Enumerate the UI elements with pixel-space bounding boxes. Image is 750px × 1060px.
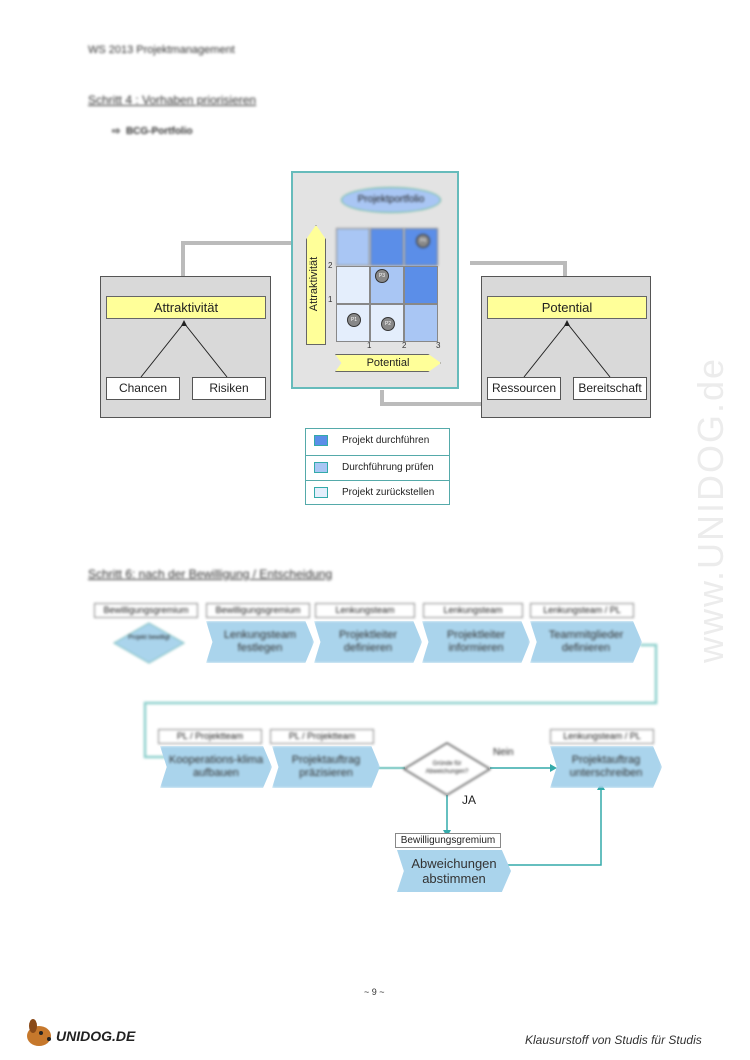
risiken-box: Risiken <box>192 377 266 400</box>
x-tick-1: 1 <box>367 341 372 350</box>
step-text: Teammitglieder definieren <box>548 629 624 654</box>
role-label: Lenkungsteam / PL <box>550 729 654 744</box>
legend: Projekt durchführen Durchführung prüfen … <box>305 428 450 505</box>
step-text: Projektleiter informieren <box>446 629 506 654</box>
y-axis-arrow <box>306 225 326 345</box>
legend-swatch <box>314 435 328 446</box>
step-text: Lenkungsteam festlegen <box>223 629 297 654</box>
step-projektauftrag-praezisieren: Projektauftrag präzisieren <box>272 746 380 788</box>
diamond-shape <box>113 622 185 664</box>
step-projektleiter-informieren: Projektleiter informieren <box>422 621 530 663</box>
project-p4: P4 <box>416 234 430 248</box>
x-tick-2: 2 <box>402 341 407 350</box>
portfolio-panel: Projektportfolio Attraktivität 2 1 P1 P2… <box>291 171 459 389</box>
x-axis-label: Potential <box>366 357 410 369</box>
page-number: ~ 9 ~ <box>364 987 385 997</box>
grid-cell <box>404 266 438 304</box>
ja-label: JA <box>462 793 477 807</box>
decision-abweichungen: Gründe für Abweichungen? <box>403 742 491 796</box>
role-label: Lenkungsteam / PL <box>530 603 634 618</box>
step-text: Projektleiter definieren <box>338 629 398 654</box>
role-label: Bewilligungsgremium <box>94 603 198 618</box>
grid-cell <box>336 228 370 266</box>
grid-cell <box>336 266 370 304</box>
step-text: Kooperations-klima aufbauen <box>168 754 264 779</box>
legend-item: Projekt durchführen <box>306 429 449 454</box>
course-header: WS 2013 Projektmanagement <box>88 44 235 56</box>
project-p2: P2 <box>381 317 395 331</box>
step-kooperationsklima-aufbauen: Kooperations-klima aufbauen <box>160 746 272 788</box>
y-tick-2: 2 <box>328 261 333 270</box>
legend-label: Projekt durchführen <box>342 435 430 446</box>
attraktivitaet-tree <box>140 320 228 378</box>
role-label: Bewilligungsgremium <box>395 833 501 848</box>
legend-label: Projekt zurückstellen <box>342 487 435 498</box>
legend-swatch <box>314 462 328 473</box>
watermark-text: www.UNIDOG.de <box>690 356 731 664</box>
step-projektauftrag-unterschreiben: Projektauftrag unterschreiben <box>550 746 662 788</box>
nein-label: Nein <box>493 747 514 758</box>
project-p1: P1 <box>347 313 361 327</box>
role-label: Lenkungsteam <box>423 603 523 618</box>
logo-text: UNIDOG.DE <box>56 1028 136 1044</box>
step-lenkungsteam-festlegen: Lenkungsteam festlegen <box>206 621 314 663</box>
dog-icon <box>27 1019 51 1046</box>
role-label: Bewilligungsgremium <box>206 603 310 618</box>
section-4-heading: Schritt 4 : Vorhaben priorisieren <box>88 93 257 107</box>
legend-swatch <box>314 487 328 498</box>
y-axis-label: Attraktivität <box>308 256 320 312</box>
grid-cell <box>370 228 404 266</box>
step-projektleiter-definieren: Projektleiter definieren <box>314 621 422 663</box>
portfolio-title: Projektportfolio <box>341 187 441 213</box>
bullet-bcg: ⇨ BCG-Portfolio <box>112 126 193 137</box>
role-label: PL / Projektteam <box>270 729 374 744</box>
attraktivitaet-title: Attraktivität <box>106 296 266 319</box>
y-tick-1: 1 <box>328 295 333 304</box>
potential-box: Potential Ressourcen Bereitschaft <box>481 276 651 418</box>
legend-item: Projekt zurückstellen <box>306 480 449 505</box>
footer-tagline: Klausurstoff von Studis für Studis <box>525 1033 702 1047</box>
step-text: Projektauftrag unterschreiben <box>569 754 643 779</box>
step-text: Projektauftrag präzisieren <box>291 754 361 779</box>
portfolio-grid: P1 P2 P3 P4 <box>336 228 438 342</box>
unidog-logo: UNIDOG.DE <box>24 1018 154 1050</box>
chancen-box: Chancen <box>106 377 180 400</box>
x-tick-3: 3 <box>436 341 441 350</box>
diamond-text: Gründe für Abweichungen? <box>425 761 469 775</box>
x-axis-arrow: Potential <box>335 354 441 372</box>
project-p3: P3 <box>375 269 389 283</box>
step-abweichungen-abstimmen: Abweichungen abstimmen <box>397 850 511 892</box>
attraktivitaet-box: Attraktivität Chancen Risiken <box>100 276 271 418</box>
bullet-text: BCG-Portfolio <box>125 126 193 137</box>
step-text: Abweichungen abstimmen <box>411 856 497 886</box>
ressourcen-box: Ressourcen <box>487 377 561 400</box>
bereitschaft-box: Bereitschaft <box>573 377 647 400</box>
grid-cell <box>404 304 438 342</box>
potential-title: Potential <box>487 296 647 319</box>
potential-tree <box>523 320 611 378</box>
role-label: Lenkungsteam <box>315 603 415 618</box>
legend-label: Durchführung prüfen <box>342 462 434 473</box>
diamond-shape <box>403 742 491 796</box>
step-teammitglieder-definieren: Teammitglieder definieren <box>530 621 642 663</box>
decision-projekt-bewilligt: Projekt bewilligt <box>113 622 185 664</box>
diamond-text: Projekt bewilligt <box>128 635 170 641</box>
watermark: www.UNIDOG.de <box>690 290 731 730</box>
section-6-heading: Schritt 6: nach der Bewilligung / Entsch… <box>88 567 333 581</box>
legend-item: Durchführung prüfen <box>306 455 449 480</box>
role-label: PL / Projektteam <box>158 729 262 744</box>
